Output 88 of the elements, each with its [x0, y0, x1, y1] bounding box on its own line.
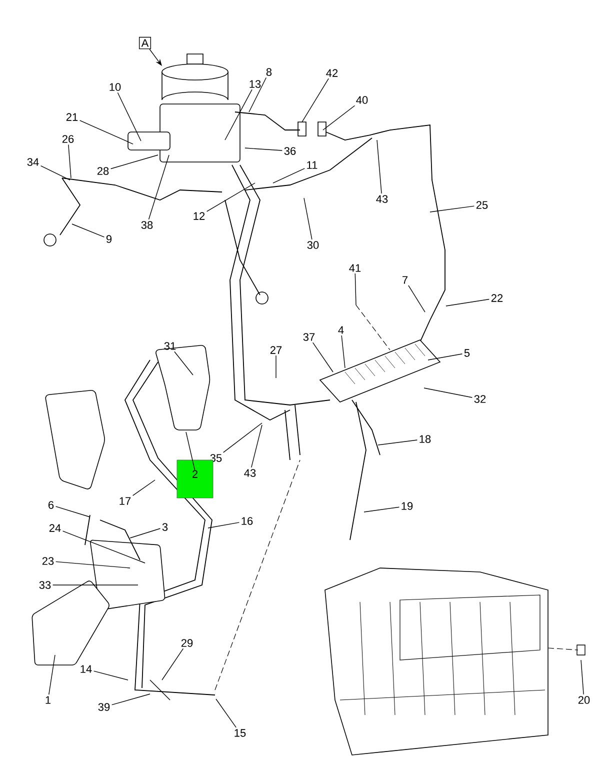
leader-line — [55, 561, 130, 568]
callout-number: 33 — [39, 581, 51, 589]
leader-line — [206, 182, 256, 212]
callout-number: 1 — [46, 696, 51, 704]
callout-number: 25 — [476, 201, 488, 209]
leader-line — [408, 285, 426, 312]
callout-number: 27 — [270, 346, 282, 354]
callout-number: 19 — [402, 502, 413, 510]
callout-number: 38 — [141, 221, 153, 229]
leader-line — [223, 422, 262, 453]
leader-line — [224, 89, 252, 140]
leader-line — [72, 224, 105, 238]
leader-line — [162, 648, 184, 680]
callout-number: 9 — [106, 235, 112, 243]
leader-line — [580, 660, 584, 695]
view-label: A — [138, 36, 152, 50]
callout-number: 26 — [62, 135, 74, 143]
leader-line — [272, 168, 305, 184]
callout-number: 32 — [474, 395, 486, 403]
callout-number: 36 — [284, 147, 296, 155]
leader-line — [111, 694, 150, 706]
leader-line — [341, 335, 346, 368]
callout-number: 3 — [162, 523, 168, 531]
leader-line — [446, 298, 490, 306]
leader-line — [110, 154, 158, 170]
callout-number: 31 — [164, 342, 176, 350]
leader-line — [117, 92, 142, 142]
callout-number: 42 — [326, 69, 338, 77]
leader-line — [79, 120, 134, 144]
callout-number: 7 — [402, 276, 408, 284]
leader-line — [312, 342, 334, 372]
leader-line — [376, 140, 382, 194]
callout-number: 15 — [234, 729, 246, 737]
callout-number: 24 — [49, 524, 61, 532]
leader-line — [55, 506, 90, 518]
leader-line — [48, 654, 56, 695]
callout-number: 8 — [266, 68, 272, 76]
callout-number: 2 — [176, 460, 214, 498]
callout-number: 18 — [420, 435, 431, 443]
leader-line — [52, 584, 138, 586]
callout-number: 13 — [250, 80, 261, 88]
callout-number: 34 — [27, 158, 39, 166]
leader-line — [430, 206, 475, 212]
callout-number: 10 — [110, 83, 121, 91]
callout-number: 4 — [338, 326, 344, 334]
leader-line — [132, 480, 156, 496]
callout-number: 5 — [464, 349, 470, 357]
leader-line — [378, 440, 418, 446]
callout-number: 41 — [349, 264, 361, 272]
leader-line — [354, 273, 356, 306]
callout-number: 43 — [376, 195, 388, 203]
leader-line — [322, 105, 356, 130]
leader-line — [304, 198, 312, 240]
leader-line — [244, 148, 283, 151]
leader-line — [216, 698, 236, 728]
leader-line — [424, 388, 473, 398]
leader-line — [68, 144, 72, 178]
callout-number: 29 — [181, 639, 193, 647]
leader-line — [186, 432, 196, 472]
callout-number: 6 — [48, 501, 54, 509]
leader-line — [93, 670, 128, 680]
callout-number: 11 — [307, 161, 318, 169]
callout-number: 20 — [578, 696, 590, 704]
leader-line — [174, 351, 194, 376]
leader-line — [208, 522, 240, 528]
callout-number: 17 — [120, 497, 131, 505]
leader-line — [130, 528, 161, 538]
callout-number: 37 — [303, 333, 315, 341]
callout-number: 39 — [98, 703, 110, 711]
leader-line — [251, 424, 262, 468]
leader-line — [148, 154, 170, 220]
callout-number: 28 — [97, 167, 109, 175]
callout-number: 12 — [194, 212, 205, 220]
callout-number: 30 — [307, 241, 319, 249]
leader-line — [248, 77, 267, 112]
callout-number: 14 — [80, 665, 92, 673]
leader-line — [40, 165, 70, 180]
callout-number: 23 — [42, 557, 54, 565]
callout-number: 40 — [356, 96, 368, 104]
callout-number: 22 — [491, 294, 503, 302]
callout-number: 43 — [244, 469, 256, 477]
leader-line — [428, 354, 463, 360]
leader-line — [364, 506, 400, 512]
callout-number: 16 — [242, 517, 253, 525]
arrow — [149, 48, 162, 66]
leader-line — [62, 530, 146, 564]
callout-number: 21 — [66, 113, 78, 121]
leader-line — [302, 78, 329, 122]
